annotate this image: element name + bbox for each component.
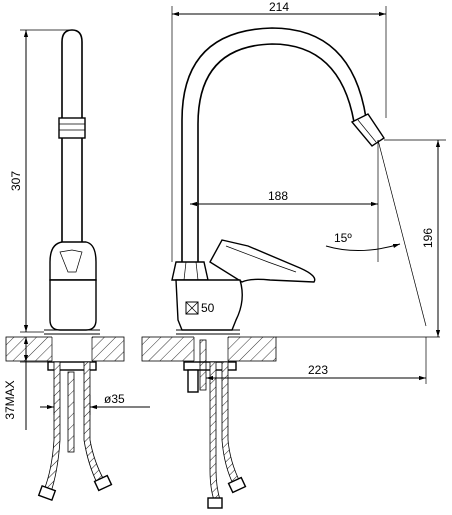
angle-line [377, 139, 427, 327]
hose-fitting-left [37, 485, 57, 501]
dim-swivel-angle: 15º [334, 231, 352, 245]
dim-mount-diameter: ø35 [104, 392, 125, 406]
dim-hose-offset: 223 [308, 363, 328, 377]
dim-spout-reach: 188 [268, 189, 288, 203]
dim-base-square: 50 [201, 301, 215, 315]
spout-outer [181, 27, 367, 262]
handle-front [49, 241, 97, 281]
dim-total-height: 307 [9, 171, 23, 191]
dim-total-width: 214 [269, 0, 289, 14]
spout-inner [197, 43, 355, 262]
mount-stud-side [199, 339, 207, 391]
body-front [49, 279, 97, 331]
hose-left-side [209, 361, 221, 501]
side-view: 50 214 188 15º 196 223 [141, 0, 446, 509]
hose-fitting-side-right [227, 476, 247, 494]
square-symbol [185, 301, 199, 315]
swivel-nut [171, 261, 209, 281]
hose-fitting-right [93, 474, 113, 492]
aerator-side [350, 113, 385, 147]
dim-max-thickness: 37MAX [3, 380, 17, 419]
hose-fitting-side-left [207, 497, 223, 509]
angle-arc [325, 243, 401, 252]
dim-spout-height: 196 [421, 228, 435, 248]
nut-lower-side [187, 369, 199, 393]
hose-right-side [221, 361, 241, 487]
hose-left-front [43, 361, 61, 496]
front-view: 307 37MAX ø35 [3, 29, 150, 501]
hose-right-front [83, 361, 105, 486]
mount-stud-front [67, 371, 75, 453]
handle-lever [209, 239, 316, 283]
aerator-front [58, 117, 86, 139]
mount-nut-front [47, 361, 97, 371]
